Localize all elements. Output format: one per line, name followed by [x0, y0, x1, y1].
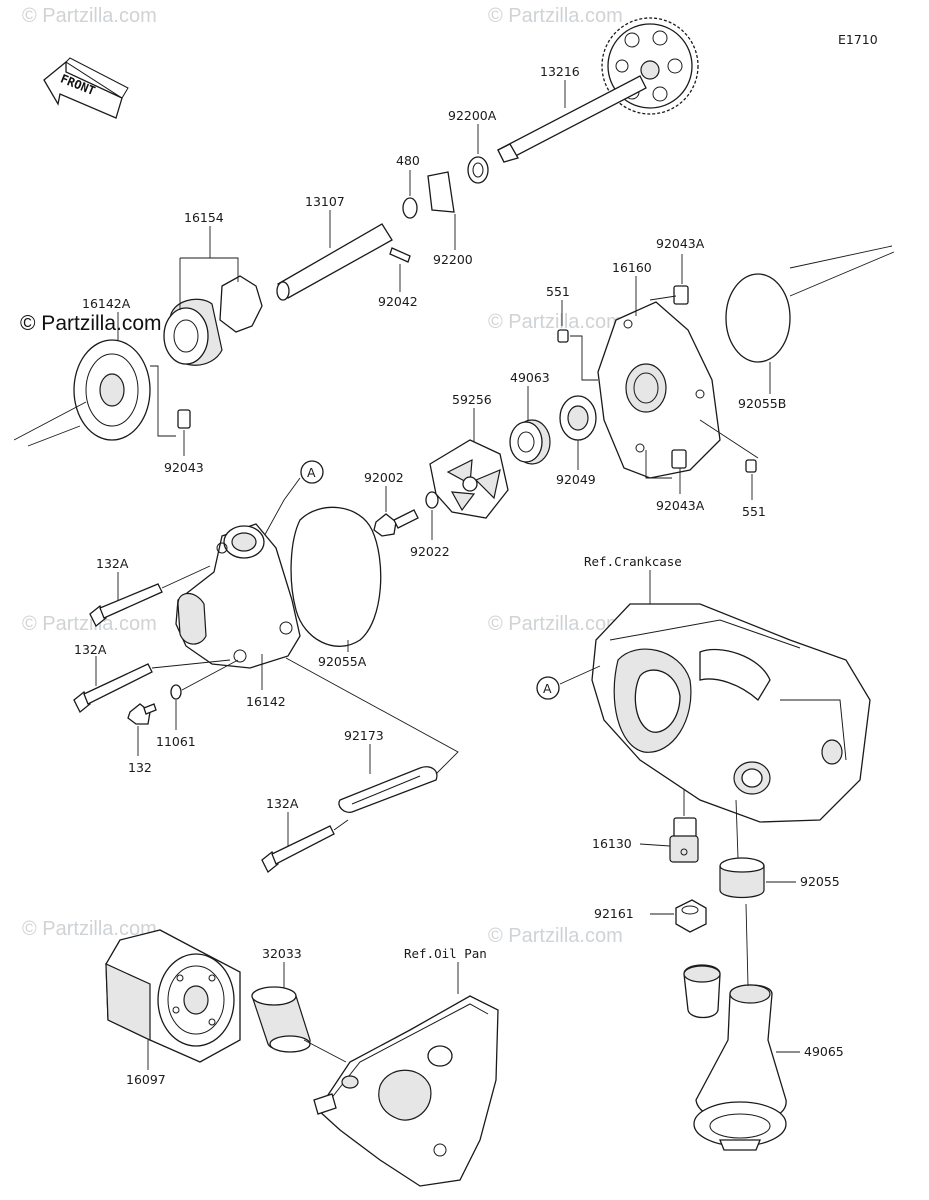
part-551-bottom: 551: [742, 504, 766, 519]
bolt-132A-2: [73, 663, 153, 714]
part-49063: 49063: [510, 370, 550, 385]
impeller-59256: [429, 439, 509, 519]
watermark-mid-center: © Partzilla.com: [488, 613, 623, 635]
plate-92200: [427, 171, 455, 213]
washer-92022: [425, 491, 439, 509]
part-92173: 92173: [344, 728, 384, 743]
watermark-top-center: © Partzilla.com: [488, 5, 623, 27]
pump-cover-16160: [597, 301, 721, 479]
diagram-code: E1710: [838, 32, 878, 47]
part-92200A: 92200A: [448, 108, 497, 123]
ref-oil-pan: Ref.Oil Pan: [404, 946, 487, 961]
callout-a-lower: [536, 676, 560, 700]
outer-rotor-16142A: [73, 339, 151, 441]
part-92161: 92161: [594, 906, 634, 921]
guide-92173: [338, 766, 438, 813]
inner-rotor-16154: [163, 275, 263, 366]
dowel-92043A-bottom: [671, 449, 687, 469]
gear-shaft-13216: [497, 17, 699, 163]
oil-filter-16097: [105, 929, 241, 1063]
dowel-92043A-top: [673, 285, 689, 305]
part-59256: 59256: [452, 392, 492, 407]
part-13216: 13216: [540, 64, 580, 79]
front-arrow-icon: FRONT: [43, 57, 129, 119]
part-92055: 92055: [800, 874, 840, 889]
gasket-92055A: [290, 506, 382, 647]
part-16130: 16130: [592, 836, 632, 851]
part-16142A: 16142A: [82, 296, 131, 311]
part-92043A-bottom: 92043A: [656, 498, 705, 513]
part-551-top: 551: [546, 284, 570, 299]
part-92055B: 92055B: [738, 396, 786, 411]
part-32033: 32033: [262, 946, 302, 961]
part-132A-3: 132A: [266, 796, 299, 811]
watermark-low-left: © Partzilla.com: [22, 918, 157, 940]
part-16154: 16154: [184, 210, 224, 225]
shaft-13107: [276, 223, 393, 301]
oring-92055B: [725, 273, 791, 363]
seal-49063: [509, 419, 551, 465]
part-16142: 16142: [246, 694, 286, 709]
oring-92055: [719, 857, 765, 899]
washer-11061: [170, 684, 182, 700]
callout-a-upper: [300, 460, 324, 484]
washer-92200A: [467, 156, 489, 184]
bolt-132: [127, 703, 157, 725]
ref-crankcase: Ref.Crankcase: [584, 554, 682, 569]
circlip-480: [402, 197, 418, 219]
pin-92042: [389, 247, 411, 263]
watermark-top-left: © Partzilla.com: [22, 5, 157, 27]
dowel-92043: [177, 409, 191, 429]
oil-pan-ref: [313, 995, 499, 1187]
watermark-main: © Partzilla.com: [20, 312, 162, 335]
pipe-32033: [251, 986, 311, 1053]
bolt-132A-1: [89, 583, 163, 628]
bolt-132A-3: [261, 825, 335, 874]
pin-551-bottom: [745, 459, 757, 473]
part-132A-1: 132A: [96, 556, 129, 571]
part-13107: 13107: [305, 194, 345, 209]
part-16097: 16097: [126, 1072, 166, 1087]
collar-92161: [675, 899, 707, 933]
watermark-low-center: © Partzilla.com: [488, 925, 623, 947]
part-92042: 92042: [378, 294, 418, 309]
part-132A-2: 132A: [74, 642, 107, 657]
watermark-mid-right: © Partzilla.com: [488, 311, 623, 333]
part-11061: 11061: [156, 734, 196, 749]
part-92002: 92002: [364, 470, 404, 485]
callout-a-upper-label: A: [307, 465, 316, 480]
pin-551-top: [557, 329, 569, 343]
callout-a-lower-label: A: [543, 681, 552, 696]
part-92055A: 92055A: [318, 654, 367, 669]
seal-92049: [559, 395, 597, 441]
watermark-mid-left: © Partzilla.com: [22, 613, 157, 635]
crankcase-ref: [591, 603, 871, 823]
part-92049: 92049: [556, 472, 596, 487]
part-92022: 92022: [410, 544, 450, 559]
part-49065: 49065: [804, 1044, 844, 1059]
oil-pressure-switch-16130: [669, 817, 699, 863]
part-16160: 16160: [612, 260, 652, 275]
oil-strainer-49065: [683, 964, 787, 1151]
part-92043A-top: 92043A: [656, 236, 705, 251]
watermarks: © Partzilla.com © Partzilla.com © Partzi…: [20, 5, 623, 947]
part-92200: 92200: [433, 252, 473, 267]
part-480: 480: [396, 153, 420, 168]
part-92043: 92043: [164, 460, 204, 475]
bolt-92002: [373, 509, 419, 537]
part-132: 132: [128, 760, 152, 775]
pump-body-16142: [175, 523, 301, 669]
